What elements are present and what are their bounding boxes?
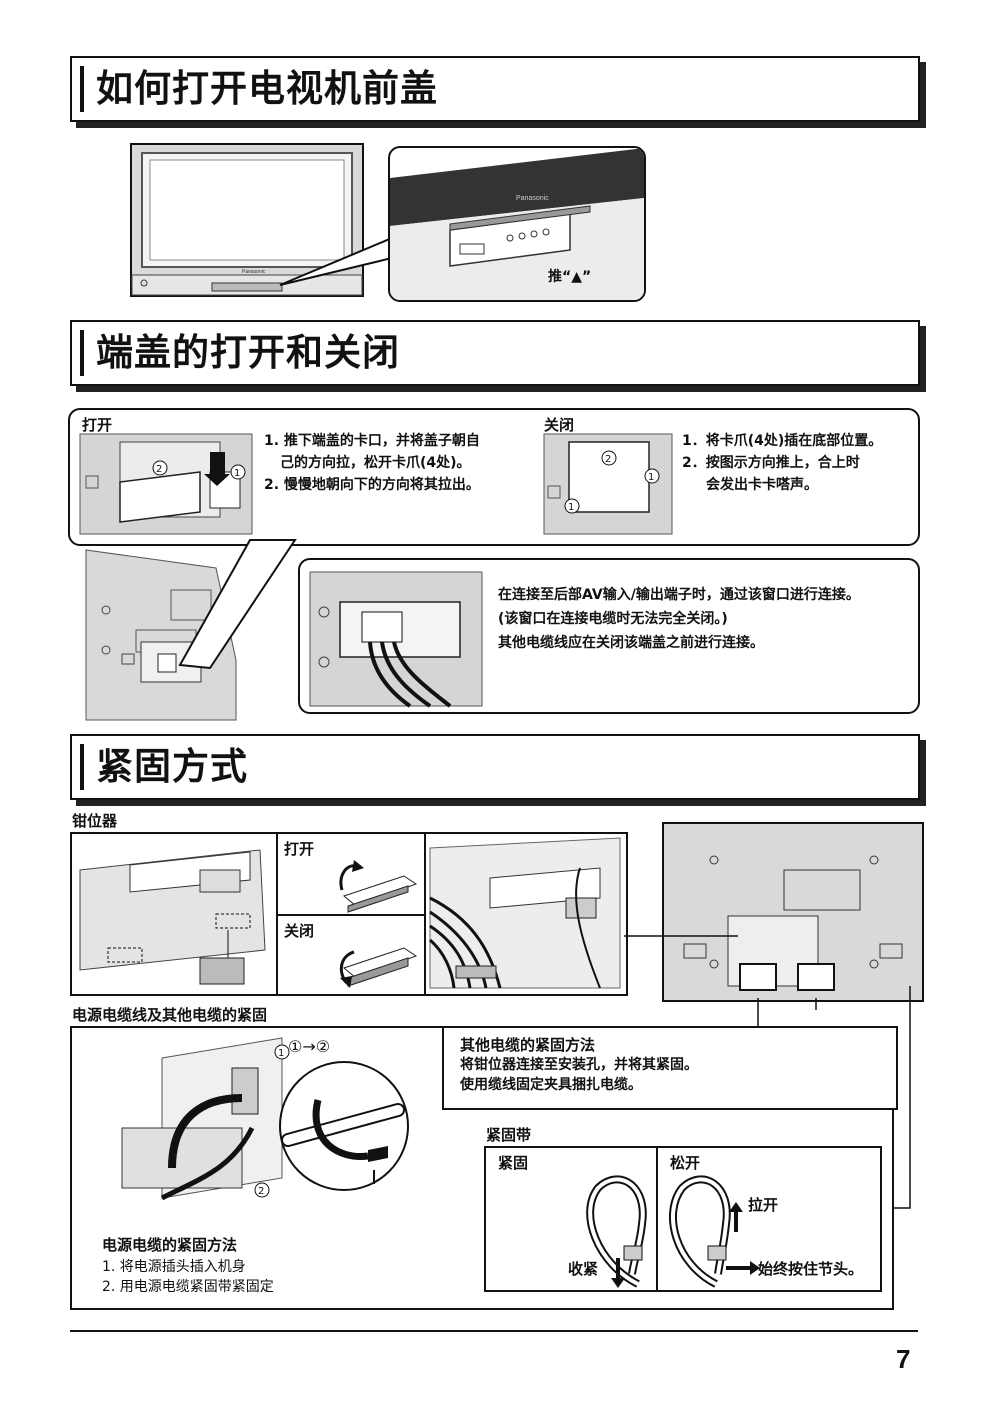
close-step-1: 1．将卡爪(4处)插在底部位置。 — [682, 433, 883, 449]
other-cables-line-1: 将钳位器连接至安装孔，并将其紧固。 — [460, 1057, 698, 1073]
tighten-band-illustration — [586, 1175, 647, 1288]
power-method-title: 电源电缆的紧固方法 — [102, 1236, 238, 1254]
svg-text:Panasonic: Panasonic — [516, 195, 549, 202]
svg-text:Panasonic: Panasonic — [242, 269, 266, 275]
divider — [656, 1148, 658, 1290]
footer-rule — [70, 1330, 918, 1332]
tighten-label: 紧固 — [498, 1154, 529, 1172]
clamp-close-illustration — [339, 947, 418, 988]
other-cables-box: 其他电缆的紧固方法 将钳位器连接至安装孔，并将其紧固。 使用缆线固定夹具捆扎电缆… — [442, 1026, 898, 1110]
svg-text:2: 2 — [605, 454, 611, 465]
close-illustration: 2 1 1 — [543, 433, 673, 535]
callout-pointer — [279, 236, 393, 286]
divider — [276, 914, 426, 916]
window-note-panel: 在连接至后部AV输入/输出端子时，通过该窗口进行连接。 (该窗口在连接电缆时无法… — [298, 558, 920, 714]
clamp-close-label: 关闭 — [284, 922, 315, 940]
open-step-1b: 己的方向拉，松开卡爪(4处)。 — [280, 455, 471, 471]
power-method-step-2: 2. 用电源电缆紧固带紧固定 — [102, 1279, 274, 1295]
section-header-open-front: 如何打开电视机前盖 — [70, 56, 920, 122]
svg-text:1: 1 — [234, 468, 240, 479]
section-title: 端盖的打开和关闭 — [96, 331, 400, 374]
section-header-fastening: 紧固方式 — [70, 734, 920, 800]
close-step-2: 2．按图示方向推上，合上时 — [682, 455, 860, 471]
loosen-band-illustration — [669, 1175, 760, 1288]
header-accent-bar — [80, 744, 84, 790]
open-close-panel: 打开 关闭 2 1 1. 推下端盖的卡口，并将盖子朝自 己的方向拉，松开卡爪(4… — [68, 408, 920, 546]
power-cable-panel: 1 2 ①→② 电源电缆的紧固方法 1. 将电源插头插入机身 2. 用电源电缆紧… — [70, 1026, 898, 1310]
open-label: 打开 — [82, 416, 113, 434]
pull-open-label: 拉开 — [748, 1196, 779, 1214]
bundled-cables-illustration — [429, 837, 621, 989]
header-accent-bar — [80, 66, 84, 112]
other-cables-title: 其他电缆的紧固方法 — [460, 1036, 596, 1054]
other-cables-line-2: 使用缆线固定夹具捆扎电缆。 — [460, 1077, 642, 1093]
loosen-label: 松开 — [670, 1154, 701, 1172]
step-order-label: ①→② — [288, 1037, 331, 1056]
open-illustration: 2 1 — [79, 433, 253, 535]
section-title: 紧固方式 — [96, 745, 248, 788]
clamp-open-label: 打开 — [284, 840, 315, 858]
rear-tv-panel — [662, 822, 924, 1002]
note-line-3: 其他电缆线应在关闭该端盖之前进行连接。 — [498, 635, 764, 651]
push-label: 推“▲” — [548, 269, 592, 285]
connector-lines — [624, 935, 911, 1209]
band-title: 紧固带 — [486, 1126, 532, 1144]
header-accent-bar — [80, 330, 84, 376]
front-cover-detail: Panasonic 推“▲” — [388, 146, 646, 302]
band-panel: 紧固 松开 收紧 拉开 始终按住节头。 — [484, 1146, 882, 1292]
clamp-panel: 打开 关闭 — [70, 832, 628, 996]
page-number: 7 — [896, 1344, 911, 1374]
section-header-terminal-cover: 端盖的打开和关闭 — [70, 320, 920, 386]
clamp-label: 钳位器 — [72, 812, 118, 830]
power-method-step-1: 1. 将电源插头插入机身 — [102, 1259, 246, 1275]
open-step-1: 1. 推下端盖的卡口，并将盖子朝自 — [264, 433, 480, 449]
svg-text:1: 1 — [568, 502, 574, 513]
svg-text:2: 2 — [156, 464, 162, 475]
note-line-2: (该窗口在连接电缆时无法完全关闭。) — [498, 611, 728, 627]
svg-text:2: 2 — [258, 1186, 264, 1197]
callout-pointer-2 — [178, 539, 297, 670]
shrink-label: 收紧 — [568, 1260, 599, 1278]
hold-knot-label: 始终按住节头。 — [758, 1260, 864, 1278]
svg-text:1: 1 — [648, 472, 654, 483]
clamp-open-illustration — [339, 860, 418, 913]
section-title: 如何打开电视机前盖 — [96, 67, 438, 110]
svg-text:1: 1 — [278, 1048, 284, 1059]
power-plug-illustration: 1 2 — [121, 1037, 290, 1201]
close-label: 关闭 — [544, 416, 575, 434]
close-step-2b: 会发出卡卡嗒声。 — [706, 477, 818, 493]
power-cable-label: 电源电缆线及其他电缆的紧固 — [72, 1006, 268, 1024]
clamp-mount-illustration — [79, 849, 266, 985]
tie-band-circle-illustration — [279, 1061, 409, 1191]
note-line-1: 在连接至后部AV输入/输出端子时，通过该窗口进行连接。 — [498, 587, 860, 603]
window-detail-illustration — [309, 571, 483, 708]
open-step-2: 2. 慢慢地朝向下的方向将其拉出。 — [264, 477, 480, 493]
